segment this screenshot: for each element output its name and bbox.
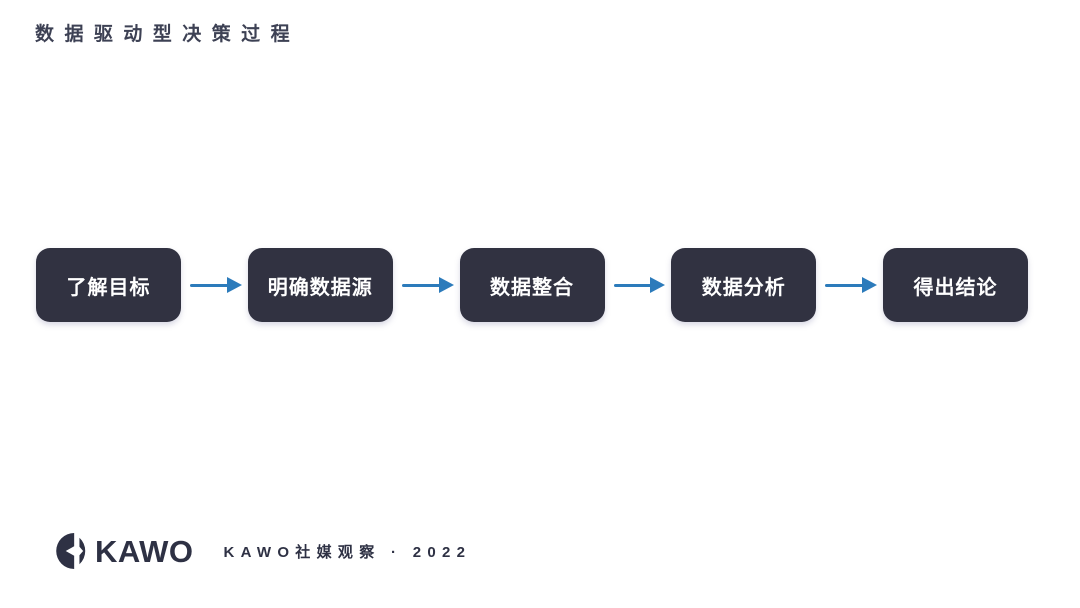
flow-step-label: 了解目标 xyxy=(66,276,151,299)
flow-step-label: 数据分析 xyxy=(701,276,786,299)
flow-step-label: 明确数据源 xyxy=(267,276,373,299)
kawo-wordmark: KAWO xyxy=(95,533,194,569)
process-flow: 了解目标 明确数据源 数据整合 数据分析 得出结论 xyxy=(36,248,1028,322)
flow-step-data-analysis: 数据分析 xyxy=(671,248,817,322)
kawo-logo-icon xyxy=(56,533,86,569)
arrow-right-icon xyxy=(822,248,877,322)
flow-step-identify-data-sources: 明确数据源 xyxy=(247,248,393,322)
page-title: 数据驱动型决策过程 xyxy=(35,24,301,45)
flow-step-label: 得出结论 xyxy=(913,276,998,299)
arrow-right-icon xyxy=(187,248,242,322)
arrow-right-icon xyxy=(611,248,666,322)
flow-step-understand-goals: 了解目标 xyxy=(36,248,181,322)
flow-step-label: 数据整合 xyxy=(490,276,574,299)
footer-caption: KAWO社媒观察 · 2022 xyxy=(223,543,472,561)
flow-step-draw-conclusions: 得出结论 xyxy=(883,248,1028,322)
footer: KAWO KAWO社媒观察 · 2022 xyxy=(52,531,471,571)
arrow-right-icon xyxy=(399,248,454,322)
flow-step-data-integration: 数据整合 xyxy=(459,248,605,322)
